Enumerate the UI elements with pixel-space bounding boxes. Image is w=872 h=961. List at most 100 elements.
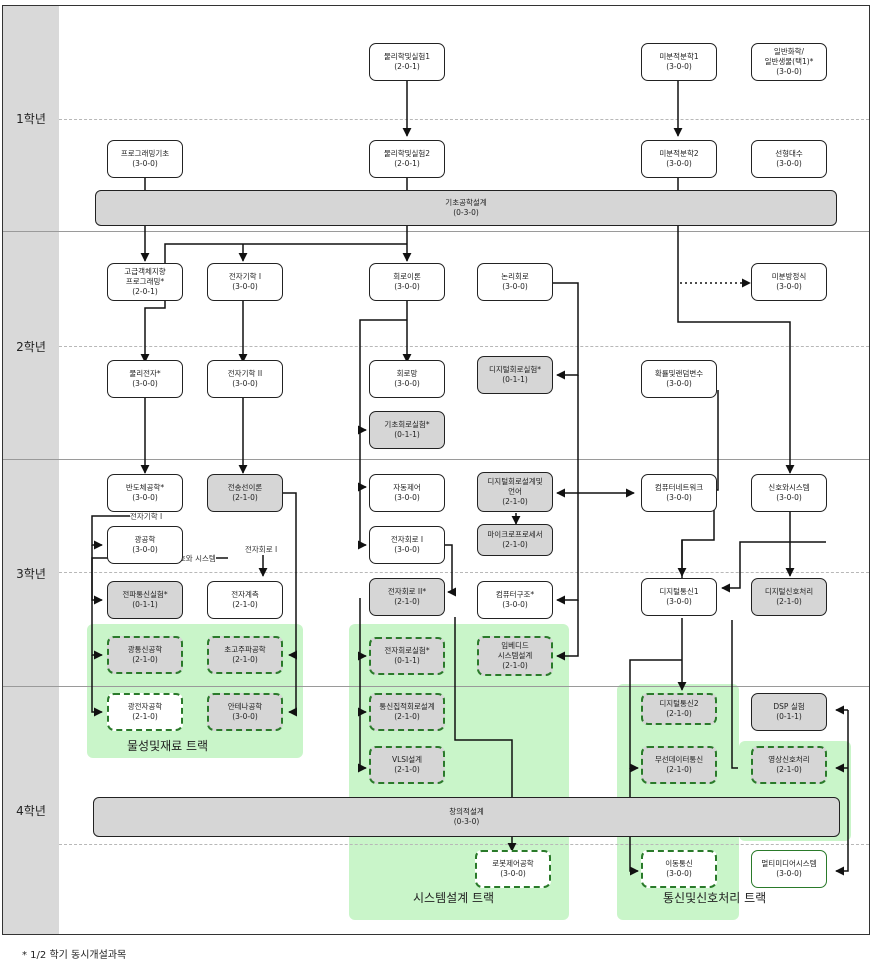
course-text: 미분적분학1 (659, 52, 699, 61)
course-text: 시스템설계 (497, 651, 533, 660)
year-column (3, 6, 59, 934)
course-text: 프로그래밍* (125, 277, 165, 286)
course-text: 광통신공학 (127, 645, 163, 654)
semester-divider (59, 119, 869, 120)
course-text: 통신집적회로설계 (379, 702, 435, 711)
course-text: 물리전자* (129, 369, 161, 378)
course-text: 안테나공학 (227, 702, 263, 711)
course-optcomm: 광통신공학(2-1-0) (107, 636, 183, 674)
course-phys2: 물리학및실험2(2-0-1) (369, 140, 445, 178)
course-elec1: 전자회로 I(3-0-0) (369, 526, 445, 564)
year-label-3: 3학년 (16, 567, 46, 581)
course-dsplab: DSP 실험(0-1-1) (751, 693, 827, 731)
course-text: (3-0-0) (132, 379, 158, 388)
course-photonics: 광전자공학(2-1-0) (107, 693, 183, 731)
course-text: (3-0-0) (232, 712, 258, 721)
course-text: (2-1-0) (776, 765, 802, 774)
course-signals: 신호와시스템(3-0-0) (751, 474, 827, 512)
course-text: (3-0-0) (666, 597, 692, 606)
track-label-system: 시스템설계 트랙 (413, 891, 495, 905)
course-text: 로봇제어공학 (492, 859, 534, 868)
course-text: (2-1-0) (232, 493, 258, 502)
course-text: 디지털회로실험* (488, 365, 542, 374)
course-text: (3-0-0) (776, 282, 802, 291)
course-dsp: 디지털신호처리(2-1-0) (751, 578, 827, 616)
course-basicdesign: 기초공학설계(0-3-0) (95, 190, 837, 226)
course-compnet: 컴퓨터네트워크(3-0-0) (641, 474, 717, 512)
course-text: (2-1-0) (666, 765, 692, 774)
year-divider (3, 686, 869, 687)
course-text: 디지털통신2 (659, 699, 699, 708)
course-mobile: 이동통신(3-0-0) (641, 850, 717, 888)
course-text: (3-0-0) (776, 159, 802, 168)
course-text: 물리학및실험2 (383, 149, 431, 158)
note-elec1: 전자회로 I (245, 544, 278, 555)
course-text: 확률및랜덤변수 (654, 369, 704, 378)
course-text: (3-0-0) (666, 379, 692, 388)
course-text: 마이크로프로세서 (487, 530, 543, 539)
track-label-material: 물성및재료 트랙 (127, 739, 209, 753)
course-em1: 전자기학 I(3-0-0) (207, 263, 283, 301)
course-digicomm2: 디지털통신2(2-1-0) (641, 693, 717, 725)
course-text: (0-3-0) (453, 208, 479, 217)
course-text: 디지털회로설계및 (487, 477, 543, 486)
course-text: 광전자공학 (127, 702, 163, 711)
course-text: (3-0-0) (666, 62, 692, 71)
course-text: (2-1-0) (232, 600, 258, 609)
course-network: 회로망(3-0-0) (369, 360, 445, 398)
course-text: 컴퓨터구조* (495, 590, 535, 599)
course-prog: 프로그래밍기초(3-0-0) (107, 140, 183, 178)
course-semi: 반도체공학*(3-0-0) (107, 474, 183, 512)
course-text: 이동통신 (665, 859, 693, 868)
course-text: (3-0-0) (394, 545, 420, 554)
course-text: (2-1-0) (132, 712, 158, 721)
course-digilab: 디지털회로실험*(0-1-1) (477, 356, 553, 394)
course-text: 무선데이터통신 (654, 755, 704, 764)
course-ic: 통신집적회로설계(2-1-0) (369, 693, 445, 731)
course-optics: 광공학(3-0-0) (107, 526, 183, 564)
course-calc2: 미분적분학2(3-0-0) (641, 140, 717, 178)
course-text: (3-0-0) (394, 379, 420, 388)
course-text: (3-0-0) (394, 493, 420, 502)
course-text: 전자기학 I (228, 272, 262, 281)
course-measure: 전자계측(2-1-0) (207, 581, 283, 619)
course-control: 자동제어(3-0-0) (369, 474, 445, 512)
course-text: 광공학 (134, 535, 156, 544)
course-text: 선형대수 (775, 149, 803, 158)
course-text: 임베디드 (501, 641, 529, 650)
course-text: (2-1-0) (394, 597, 420, 606)
course-text: 기초회로실험* (384, 420, 430, 429)
course-text: (0-1-1) (132, 600, 158, 609)
course-text: DSP 실험 (773, 702, 805, 711)
course-chem: 일반화학/일반생물(택1)*(3-0-0) (751, 43, 827, 81)
course-micro: 마이크로프로세서(2-1-0) (477, 524, 553, 556)
course-em2: 전자기학 II(3-0-0) (207, 360, 283, 398)
course-text: 신호와시스템 (768, 483, 810, 492)
semester-divider (59, 346, 869, 347)
course-text: 미분적분학2 (659, 149, 699, 158)
year-divider (3, 231, 869, 232)
course-text: 일반화학/ (773, 47, 805, 56)
course-text: (3-0-0) (132, 159, 158, 168)
footnote: * 1/2 학기 동시개설과목 (22, 950, 127, 961)
course-text: 고급객체지향 (124, 267, 166, 276)
course-text: 전자회로 II* (387, 587, 427, 596)
course-text: 회로망 (396, 369, 418, 378)
course-text: 디지털통신1 (659, 587, 699, 596)
course-elec2: 전자회로 II*(2-1-0) (369, 578, 445, 616)
course-text: 자동제어 (393, 483, 421, 492)
course-text: 전송선이론 (227, 483, 263, 492)
course-text: 일반생물(택1)* (764, 57, 814, 66)
note-em1: 전자기학 I (130, 511, 163, 522)
course-text: (2-1-0) (502, 661, 528, 670)
course-text: 반도체공학* (125, 483, 165, 492)
course-text: 전자기학 II (227, 369, 263, 378)
course-trans: 전송선이론(2-1-0) (207, 474, 283, 512)
course-circuit: 회로이론(3-0-0) (369, 263, 445, 301)
course-text: (0-1-1) (394, 430, 420, 439)
course-eleclab: 전자회로실험*(0-1-1) (369, 637, 445, 675)
course-linalg: 선형대수(3-0-0) (751, 140, 827, 178)
note-signals: 신호와 시스템 (172, 553, 216, 564)
course-text: 초고주파공학 (224, 645, 266, 654)
